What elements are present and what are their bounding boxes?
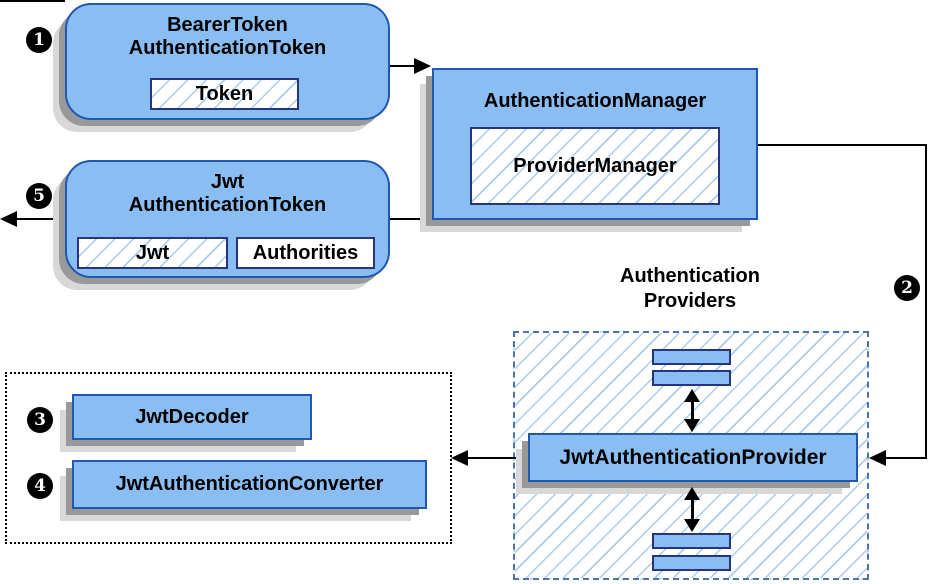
step-5-number: 5 — [33, 186, 45, 206]
provider-manager-label: ProviderManager — [513, 154, 677, 177]
outgoing-result-arrowhead-icon — [0, 211, 17, 227]
authorities-field: Authorities — [236, 237, 375, 269]
token-field: Token — [150, 78, 299, 110]
jwt-field-label: Jwt — [135, 241, 170, 264]
bearer-token-title: BearerToken AuthenticationToken — [67, 5, 388, 60]
manager-to-jwt-token-line — [390, 218, 432, 220]
token-field-label: Token — [195, 82, 254, 105]
bearer-to-manager-line — [390, 65, 416, 67]
jwt-field: Jwt — [77, 237, 228, 269]
step-1-number: 1 — [33, 30, 45, 50]
authentication-providers-label: Authentication Providers — [588, 264, 792, 314]
authentication-manager-title: AuthenticationManager — [483, 90, 707, 112]
bearer-token-title-line1: BearerToken — [167, 14, 288, 36]
provider-to-helpers-arrowhead-icon — [451, 450, 468, 466]
provider-placeholder-bar — [652, 555, 731, 571]
step-4-number: 4 — [34, 476, 46, 496]
manager-to-provider-arrowhead-icon — [869, 450, 886, 466]
provider-manager-field: ProviderManager — [470, 127, 720, 205]
bearer-to-manager-arrowhead-icon — [414, 58, 431, 74]
manager-to-provider-line-h2 — [886, 457, 927, 459]
step-3-badge: 3 — [27, 407, 53, 433]
jwt-token-title-line1: Jwt — [210, 171, 245, 193]
authentication-providers-label-line1: Authentication — [620, 265, 760, 287]
jwt-token-title: Jwt AuthenticationToken — [67, 162, 388, 217]
provider-placeholder-bar — [652, 349, 731, 365]
providers-iterate-arrow-top-icon — [684, 389, 700, 432]
step-1-badge: 1 — [26, 27, 52, 53]
outgoing-result-line — [16, 218, 65, 220]
step-4-badge: 4 — [27, 473, 53, 499]
provider-to-helpers-line — [467, 457, 528, 459]
providers-iterate-arrow-bottom-icon — [684, 487, 700, 532]
manager-to-provider-line-h1 — [758, 144, 927, 146]
manager-to-provider-line-v — [925, 144, 927, 458]
jwt-decoder-node: JwtDecoder — [72, 394, 312, 440]
step-2-badge: 2 — [894, 275, 920, 301]
jwt-token-title-line2: AuthenticationToken — [128, 194, 327, 216]
step-2-number: 2 — [901, 278, 913, 298]
jwt-authentication-converter-node: JwtAuthenticationConverter — [72, 460, 427, 509]
bearer-token-title-line2: AuthenticationToken — [128, 37, 327, 59]
step-5-badge: 5 — [26, 183, 52, 209]
jwt-decoder-label: JwtDecoder — [135, 405, 249, 428]
jwt-authentication-provider-label: JwtAuthenticationProvider — [559, 445, 827, 469]
incoming-request-line — [0, 0, 65, 2]
jwt-authentication-provider-node: JwtAuthenticationProvider — [528, 433, 858, 482]
jwt-authentication-converter-label: JwtAuthenticationConverter — [115, 473, 384, 495]
step-3-number: 3 — [34, 410, 46, 430]
authentication-providers-label-line2: Providers — [643, 290, 737, 312]
provider-placeholder-bar — [652, 533, 731, 549]
authorities-field-label: Authorities — [252, 241, 359, 264]
provider-placeholder-bar — [652, 370, 731, 386]
